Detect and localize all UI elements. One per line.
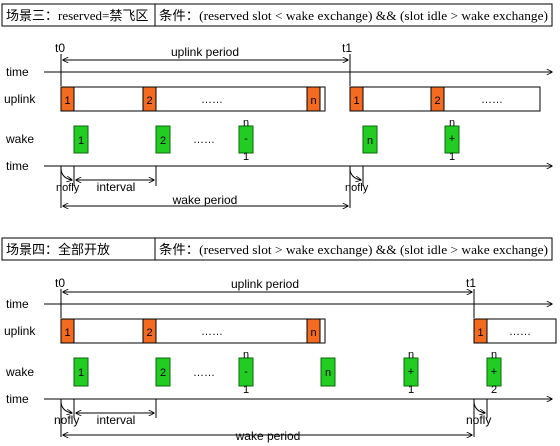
wake-slot	[362, 125, 378, 154]
wake-label: wake	[5, 132, 34, 146]
uplink-track	[60, 86, 326, 112]
time-label: time	[6, 159, 29, 173]
scenario-condition: 条件：(reserved slot < wake exchange) && (s…	[159, 8, 548, 23]
uplink-slot-label: 2	[434, 95, 440, 107]
wake-slot	[73, 125, 89, 154]
wake-slot-label: +	[449, 133, 455, 145]
t1-label: t1	[342, 41, 352, 55]
nofly-label: nofly	[56, 182, 80, 194]
uplink-track	[349, 86, 541, 112]
time-label: time	[6, 392, 29, 406]
wake-label: wake	[5, 365, 34, 379]
uplink-period-label: uplink period	[231, 277, 299, 291]
uplink-slot-label: 2	[146, 327, 152, 339]
ellipsis: ……	[201, 94, 223, 106]
uplink-track	[473, 318, 557, 344]
t0-label: t0	[55, 276, 65, 290]
uplink-slot-label: n	[310, 95, 316, 107]
nofly-arrow	[60, 400, 72, 413]
ellipsis: ……	[193, 134, 215, 146]
uplink-slot	[60, 86, 75, 112]
wake-slot-label: 2	[160, 367, 166, 379]
wake-period-label: wake period	[235, 429, 301, 443]
uplink-slot	[430, 86, 445, 112]
wake-slot	[73, 357, 89, 387]
wake-slot-label: +	[408, 366, 414, 378]
uplink-period-label: uplink period	[171, 45, 239, 59]
t0-label: t0	[55, 41, 65, 55]
uplink-slot-label: 1	[64, 95, 70, 107]
ellipsis: ……	[509, 326, 531, 338]
wake-slot	[155, 357, 171, 387]
header-box	[1, 3, 553, 27]
uplink-label: uplink	[4, 324, 36, 338]
wake-slot-bottom: 1	[243, 151, 249, 163]
nofly-label: nofly	[54, 413, 79, 427]
wake-slot-label: 1	[78, 367, 84, 379]
scenario-title: 场景四：全部开放	[6, 242, 110, 257]
ellipsis: ……	[201, 326, 223, 338]
wake-slot-top: n	[491, 349, 497, 361]
uplink-slot-label: 1	[353, 95, 359, 107]
wake-slot-label: n	[325, 367, 331, 379]
wake-slot	[238, 125, 254, 154]
wake-slot-label: n	[367, 135, 373, 147]
uplink-slot-label: 2	[146, 95, 152, 107]
ellipsis: ……	[481, 94, 503, 106]
uplink-slot	[142, 86, 157, 112]
wake-slot	[155, 125, 171, 154]
uplink-slot	[142, 318, 157, 344]
scenario-3: 场景三：reserved=禁飞区 条件：(reserved slot < wak…	[1, 3, 553, 208]
wake-slot-top: n	[408, 349, 414, 361]
nofly-arrow	[349, 167, 361, 180]
wake-slot-bottom: 1	[408, 384, 414, 396]
wake-slot	[444, 125, 460, 154]
uplink-slot	[473, 318, 488, 344]
wake-slot-label: 1	[78, 135, 84, 147]
interval-label: interval	[97, 180, 136, 194]
nofly-arrow	[473, 400, 485, 413]
scenario-condition: 条件：(reserved slot > wake exchange) && (s…	[159, 242, 548, 257]
wake-slot	[238, 357, 254, 387]
wake-slot-bottom: 1	[243, 384, 249, 396]
t1-label: t1	[466, 276, 476, 290]
uplink-slot-label: n	[310, 327, 316, 339]
wake-slot-top: n	[243, 117, 249, 129]
wake-slot	[403, 357, 419, 387]
wake-slot-label: 2	[160, 135, 166, 147]
wake-slot	[486, 357, 502, 387]
uplink-slot-label: 1	[477, 327, 483, 339]
header-box	[1, 237, 553, 261]
nofly-label: nofly	[466, 413, 491, 427]
interval-label: interval	[97, 413, 136, 427]
wake-slot-top: n	[449, 117, 455, 129]
uplink-slot	[349, 86, 364, 112]
nofly-label: nofly	[345, 182, 369, 194]
wake-period-label: wake period	[172, 193, 238, 207]
wake-slot	[320, 357, 336, 387]
uplink-slot-label: 1	[64, 327, 70, 339]
nofly-arrow	[60, 167, 72, 180]
uplink-slot	[306, 318, 321, 344]
uplink-slot	[60, 318, 75, 344]
wake-slot-label: +	[491, 366, 497, 378]
wake-slot-bottom: 1	[449, 151, 455, 163]
wake-slot-label: -	[244, 366, 248, 378]
uplink-label: uplink	[4, 92, 36, 106]
wake-slot-top: n	[243, 349, 249, 361]
time-label: time	[6, 297, 29, 311]
uplink-track	[60, 318, 326, 344]
scenario-title: 场景三：reserved=禁飞区	[6, 8, 148, 23]
ellipsis: ……	[193, 367, 215, 379]
time-label: time	[6, 65, 29, 79]
scenario-4: 场景四：全部开放 条件：(reserved slot > wake exchan…	[1, 237, 557, 443]
uplink-slot	[306, 86, 321, 112]
wake-slot-bottom: 2	[491, 384, 497, 396]
wake-slot-label: -	[244, 133, 248, 145]
